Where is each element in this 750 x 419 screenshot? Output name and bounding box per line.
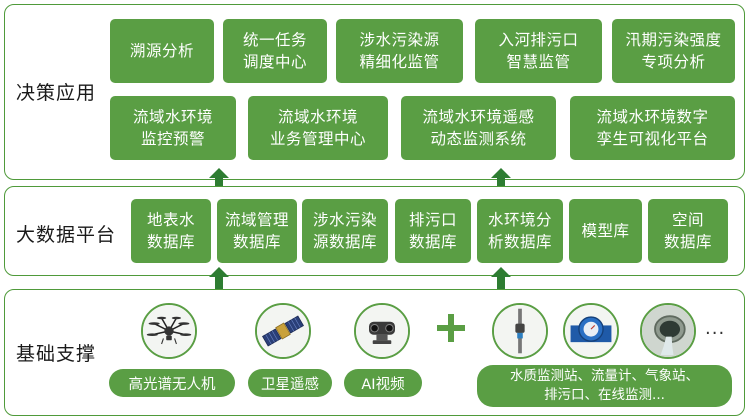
box-line: 源数据库 bbox=[312, 233, 377, 251]
data-box-outfall[interactable]: 排污口 数据库 bbox=[395, 199, 471, 263]
ai-camera-icon bbox=[354, 303, 410, 359]
flow-meter-icon bbox=[563, 303, 619, 359]
box-line: 流域水环境 bbox=[132, 108, 213, 126]
box-line: 析数据库 bbox=[487, 233, 552, 251]
water-sensor-icon bbox=[492, 303, 548, 359]
data-box-water-analysis[interactable]: 水环境分 析数据库 bbox=[477, 199, 563, 263]
decision-box-tracing-analysis[interactable]: 溯源分析 bbox=[110, 19, 214, 83]
box-line: 涉水污染源 bbox=[359, 31, 440, 49]
box-line: 数据库 bbox=[146, 233, 195, 251]
box-line: 精细化监管 bbox=[359, 53, 440, 71]
base-layer-label: 基础支撑 bbox=[16, 343, 97, 365]
box-line: 数据库 bbox=[232, 233, 281, 251]
pill-line: 水质监测站、流量计、气象站、 bbox=[510, 368, 699, 384]
box-line: 模型库 bbox=[581, 222, 630, 240]
decision-layer-label: 决策应用 bbox=[16, 82, 97, 104]
decision-box-task-dispatch[interactable]: 统一任务 调度中心 bbox=[223, 19, 327, 83]
box-line: 排污口 bbox=[408, 211, 457, 229]
more-ellipsis: ... bbox=[705, 318, 726, 339]
data-box-model-library[interactable]: 模型库 bbox=[569, 199, 642, 263]
pill-label: 高光谱无人机 bbox=[128, 376, 216, 393]
decision-box-digital-twin[interactable]: 流域水环境数字 孪生可视化平台 bbox=[570, 96, 735, 160]
data-box-surface-water[interactable]: 地表水 数据库 bbox=[131, 199, 211, 263]
box-line: 调度中心 bbox=[242, 53, 307, 71]
box-line: 业务管理中心 bbox=[269, 130, 366, 148]
up-arrow-icon bbox=[491, 267, 511, 291]
box-line: 地表水 bbox=[146, 211, 195, 229]
box-line: 汛期污染强度 bbox=[625, 31, 722, 49]
box-line: 入河排污口 bbox=[498, 31, 579, 49]
box-line: 数据库 bbox=[408, 233, 457, 251]
pill-ai-video[interactable]: AI视频 bbox=[344, 369, 422, 397]
box-line: 孪生可视化平台 bbox=[596, 130, 709, 148]
decision-box-outfall-supervision[interactable]: 入河排污口 智慧监管 bbox=[475, 19, 602, 83]
decision-box-business-management[interactable]: 流域水环境 业务管理中心 bbox=[248, 96, 388, 160]
pill-monitoring-stations[interactable]: 水质监测站、流量计、气象站、 排污口、在线监测... bbox=[477, 365, 732, 407]
box-line: 水环境分 bbox=[487, 211, 552, 229]
box-line: 涉水污染 bbox=[312, 211, 377, 229]
pill-label: 卫星遥感 bbox=[261, 376, 319, 393]
box-line: 溯源分析 bbox=[129, 42, 194, 60]
pill-label: AI视频 bbox=[361, 376, 405, 393]
up-arrow-icon bbox=[209, 267, 229, 291]
box-line: 专项分析 bbox=[641, 53, 706, 71]
box-line: 流域水环境 bbox=[277, 108, 358, 126]
box-line: 数据库 bbox=[663, 233, 712, 251]
satellite-icon bbox=[255, 303, 311, 359]
box-line: 监控预警 bbox=[140, 130, 205, 148]
data-box-spatial[interactable]: 空间 数据库 bbox=[648, 199, 728, 263]
up-arrow-icon bbox=[491, 168, 511, 192]
pill-hyperspectral-drone[interactable]: 高光谱无人机 bbox=[109, 369, 235, 397]
up-arrow-icon bbox=[209, 168, 229, 192]
data-layer-label: 大数据平台 bbox=[16, 224, 117, 246]
box-line: 流域管理 bbox=[224, 211, 289, 229]
box-line: 流域水环境遥感 bbox=[422, 108, 535, 126]
box-line: 流域水环境数字 bbox=[596, 108, 709, 126]
pill-line: 排污口、在线监测... bbox=[544, 387, 665, 403]
pill-satellite-remote-sensing[interactable]: 卫星遥感 bbox=[248, 369, 332, 397]
outfall-pipe-icon bbox=[640, 303, 696, 359]
decision-box-monitoring-warning[interactable]: 流域水环境 监控预警 bbox=[110, 96, 236, 160]
drone-icon bbox=[141, 303, 197, 359]
plus-icon bbox=[437, 314, 465, 342]
box-line: 统一任务 bbox=[242, 31, 307, 49]
box-line: 动态监测系统 bbox=[430, 130, 527, 148]
decision-box-remote-sensing[interactable]: 流域水环境遥感 动态监测系统 bbox=[401, 96, 556, 160]
box-line: 空间 bbox=[671, 211, 704, 229]
box-line: 智慧监管 bbox=[506, 53, 571, 71]
data-box-basin-management[interactable]: 流域管理 数据库 bbox=[217, 199, 297, 263]
decision-box-pollution-source[interactable]: 涉水污染源 精细化监管 bbox=[336, 19, 463, 83]
decision-box-flood-pollution[interactable]: 汛期污染强度 专项分析 bbox=[612, 19, 735, 83]
data-box-pollution-source[interactable]: 涉水污染 源数据库 bbox=[302, 199, 388, 263]
